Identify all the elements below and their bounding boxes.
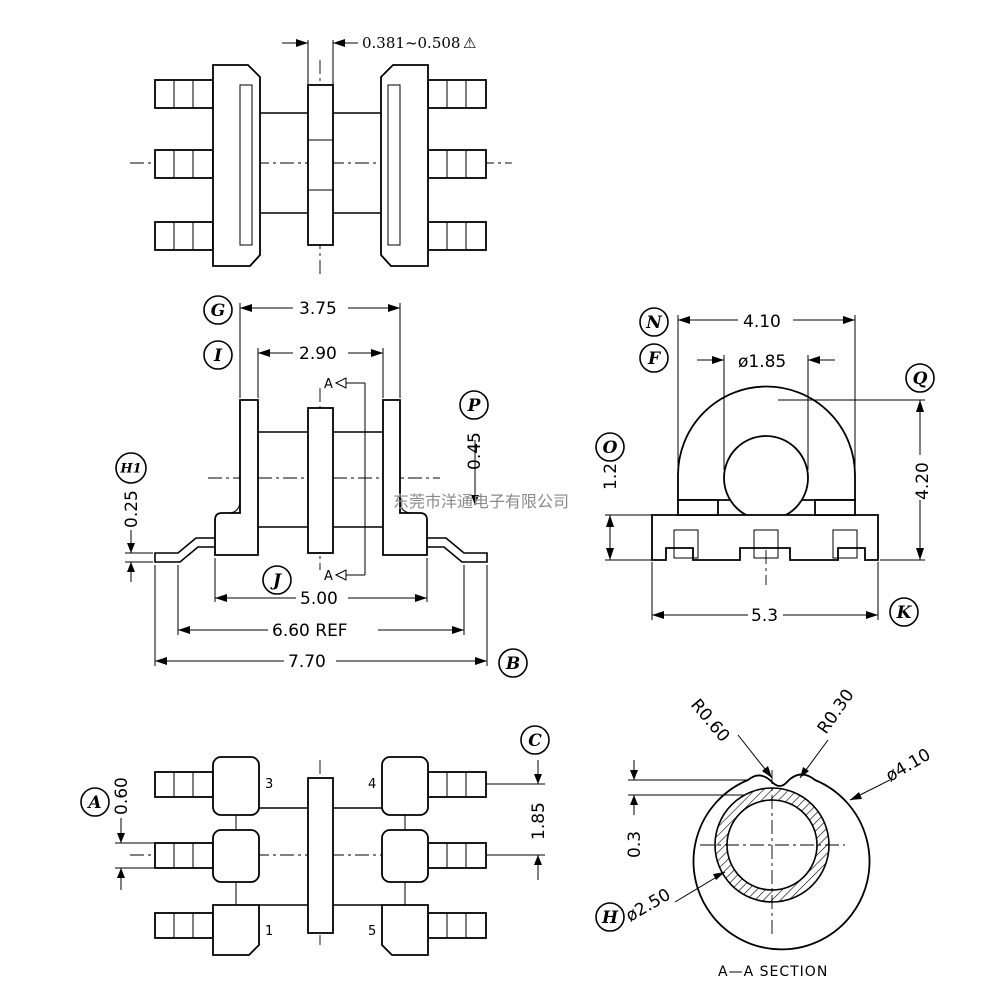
svg-text:G: G	[211, 301, 226, 321]
svg-text:C: C	[528, 731, 542, 751]
dim-ref: 6.60 REF	[272, 621, 348, 641]
dim-section-outer: ø4.10	[883, 745, 935, 786]
svg-text:A: A	[86, 793, 101, 813]
callout-p: P	[459, 390, 489, 420]
gap-dimension: 0.381~0.508	[362, 34, 460, 52]
pin-label-4: 4	[368, 777, 376, 792]
dim-flange-inner: 2.90	[299, 344, 337, 364]
pin-label-1: 1	[265, 924, 273, 939]
callout-o: O	[595, 432, 625, 462]
callout-c: C	[520, 725, 550, 755]
svg-text:O: O	[603, 438, 618, 458]
callout-a: A	[80, 787, 110, 817]
dim-r030: R0.30	[814, 686, 859, 738]
callout-n: N	[639, 307, 669, 337]
svg-text:K: K	[896, 603, 913, 623]
dim-pin-spacing: 0.60	[112, 777, 132, 815]
top-view: 0.381~0.508 ⚠	[130, 34, 512, 275]
section-mark-bottom: A	[324, 569, 333, 584]
dim-base-width: 5.00	[300, 589, 338, 609]
section-caption: A—A SECTION	[718, 964, 828, 980]
pin-label-3: 3	[265, 777, 273, 792]
svg-text:N: N	[645, 313, 663, 333]
callout-b: B	[498, 648, 528, 678]
dim-side-base: 5.3	[751, 606, 778, 626]
svg-text:B: B	[505, 654, 520, 674]
top-left-flange	[212, 64, 261, 267]
warning-icon: ⚠	[463, 34, 476, 52]
callout-k: K	[889, 597, 919, 627]
top-left-pins	[154, 79, 214, 251]
dim-section-inner: ø2.50	[623, 885, 675, 926]
dim-pitch: 1.85	[529, 802, 549, 840]
front-view: A A 3.75 2.90 0.45 0.25	[122, 297, 488, 672]
pin-label-5: 5	[368, 924, 376, 939]
svg-text:P: P	[467, 396, 482, 416]
svg-text:H: H	[601, 908, 619, 928]
svg-text:F: F	[647, 349, 662, 369]
svg-text:I: I	[213, 346, 223, 366]
callout-h1: H1	[115, 452, 147, 484]
bottom-view: 3 4 1 5 0.60 1.85	[112, 756, 549, 956]
callout-q: Q	[905, 363, 935, 393]
top-right-pins	[427, 79, 487, 251]
dim-hole: ø1.85	[738, 352, 786, 372]
svg-text:J: J	[270, 571, 282, 591]
callout-j: J	[262, 565, 292, 595]
callout-h: H	[595, 902, 625, 932]
section-view: 0.3 R0.60 R0.30 ø4.10 ø2.50 A—A SECTION	[623, 686, 935, 980]
section-mark-top: A	[324, 377, 333, 392]
top-center-post	[307, 84, 334, 246]
dim-flange-outer: 3.75	[299, 299, 337, 319]
svg-text:Q: Q	[913, 369, 928, 389]
dim-r060: R0.60	[686, 695, 733, 746]
dim-045: 0.45	[465, 432, 485, 470]
top-right-flange	[380, 64, 429, 267]
dim-total-height: 4.20	[913, 462, 933, 500]
dim-top-width: 4.10	[743, 312, 781, 332]
callout-f: F	[639, 343, 669, 373]
dim-overall: 7.70	[288, 652, 326, 672]
callout-i: I	[203, 340, 233, 370]
dim-025: 0.25	[122, 490, 142, 528]
svg-text:H1: H1	[119, 462, 141, 477]
callout-g: G	[203, 295, 233, 325]
watermark: 东莞市洋通电子有限公司	[393, 492, 569, 511]
side-view: 4.10 ø1.85 4.20 1.2 5.3	[601, 310, 933, 626]
dim-section-gap: 0.3	[625, 831, 645, 858]
dim-base-height: 1.2	[601, 463, 621, 490]
